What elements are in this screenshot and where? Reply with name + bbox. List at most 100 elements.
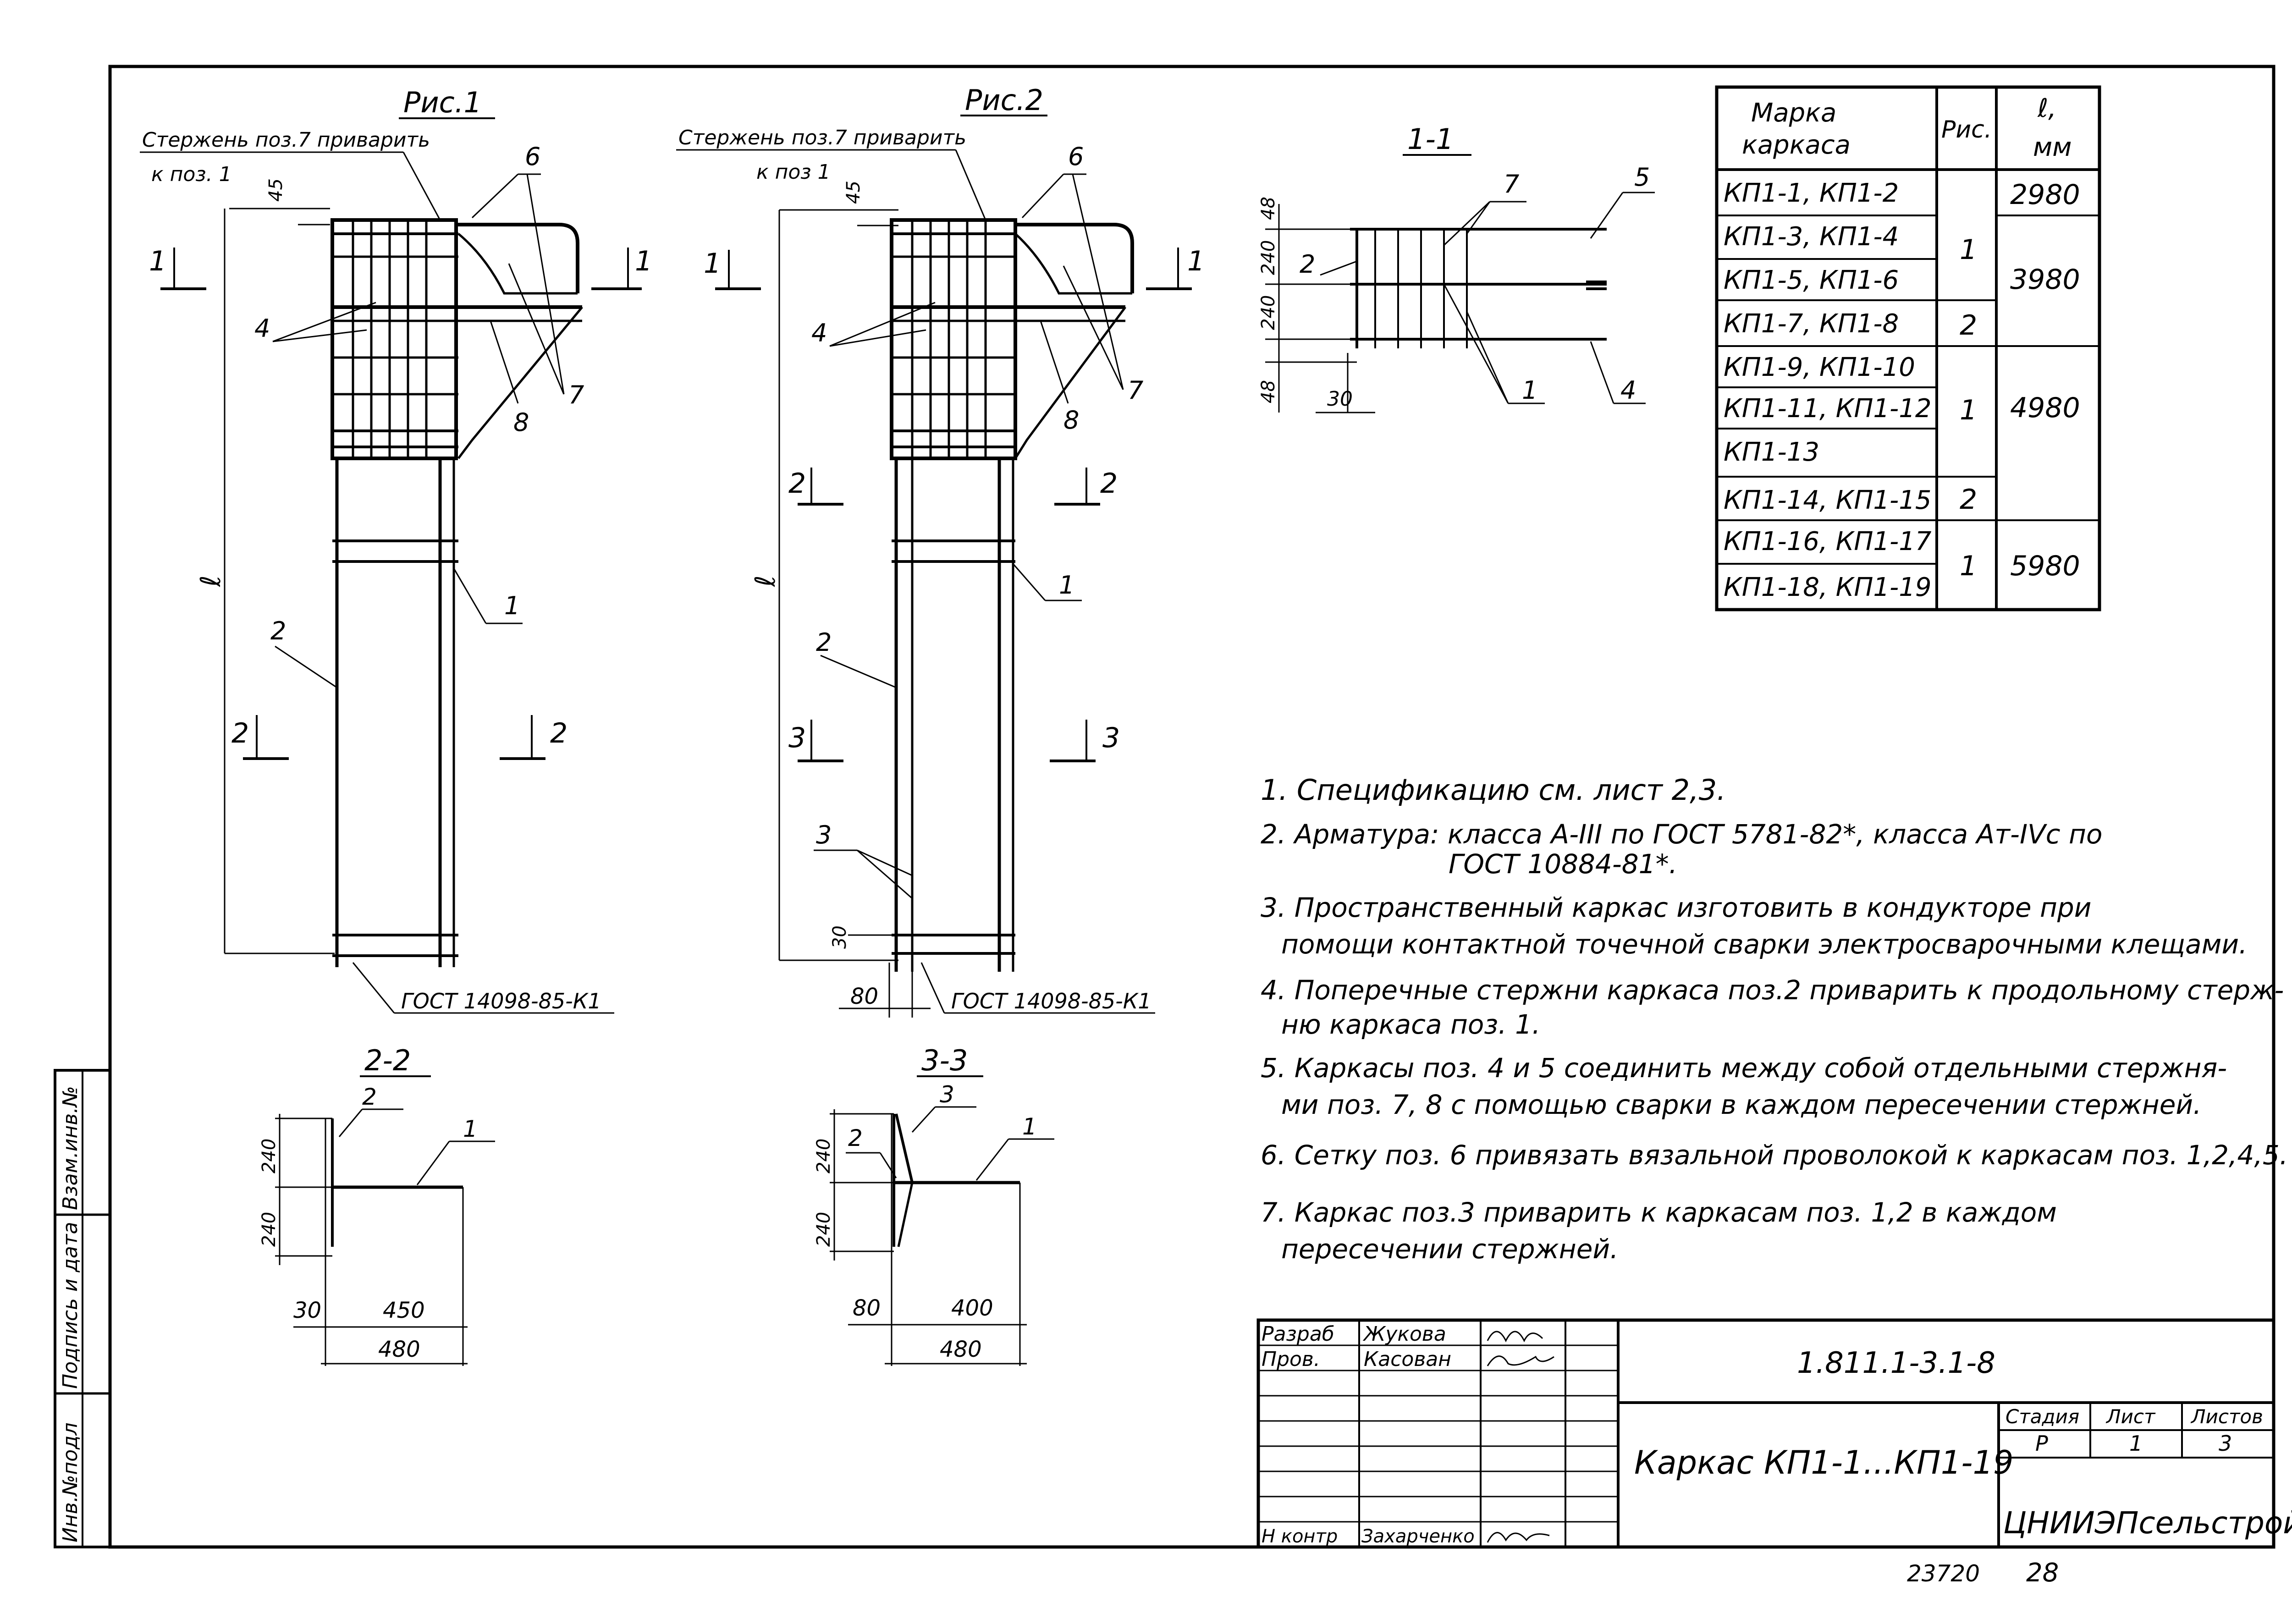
tb-role-norm: Н контр xyxy=(1262,1526,1338,1547)
fig2-dim-30: 30 xyxy=(829,925,850,949)
section33-pos-1: 1 xyxy=(1022,1113,1037,1140)
spec-fig-2: 2 xyxy=(1960,309,1977,341)
section11-pos-1: 1 xyxy=(1522,376,1537,405)
section22-dim-30: 30 xyxy=(293,1298,321,1323)
fig2-cut3-right: 3 xyxy=(1102,722,1120,754)
section-1-1: 1-1 48 240 240 48 30 7 5 2 1 xyxy=(1258,122,1655,413)
note-1: 1. Спецификацию см. лист 2,3. xyxy=(1261,773,1726,807)
fig2-pos-4: 4 xyxy=(811,319,827,347)
section11-dim-30: 30 xyxy=(1327,387,1353,411)
spec-header-mark-1: Марка xyxy=(1751,98,1836,128)
fig2-weld-note-2: к поз 1 xyxy=(756,160,831,184)
section11-dim-48-bottom: 48 xyxy=(1258,380,1279,403)
note-3: 3. Пространственный каркас изготовить в … xyxy=(1261,892,2091,923)
fig1-pos-1: 1 xyxy=(504,591,520,620)
fig1-cut1-right: 1 xyxy=(635,245,652,277)
fig2-dim-length: ℓ xyxy=(749,575,782,587)
fig2-weld-note: Стержень поз.7 приварить xyxy=(678,126,966,149)
spec-fig-1: 1 xyxy=(1960,234,1977,266)
section22-dim-480: 480 xyxy=(378,1337,420,1362)
note-3-cont: помощи контактной точечной сварки электр… xyxy=(1281,929,2247,960)
tb-role-checker: Пров. xyxy=(1262,1348,1320,1371)
section33-pos-2: 2 xyxy=(848,1125,863,1151)
spec-len-3: 4980 xyxy=(2010,392,2080,424)
spec-header-mark-2: каркаса xyxy=(1742,130,1851,160)
tb-sheet-value: 1 xyxy=(2129,1431,2143,1456)
section-2-2: 2-2 240 240 30 450 480 2 1 xyxy=(259,1044,495,1366)
fig2-dim-80: 80 xyxy=(850,984,878,1009)
fig1-pos-2: 2 xyxy=(270,617,286,645)
fig1-dim-length: ℓ xyxy=(195,575,227,587)
fig2-pos-1: 1 xyxy=(1059,571,1074,600)
spec-row-mark-1: КП1-1, КП1-2 xyxy=(1724,178,1899,208)
spec-row-mark-5: КП1-9, КП1-10 xyxy=(1724,352,1915,382)
fig2-cut1-right: 1 xyxy=(1187,245,1205,277)
spec-row-mark-4: КП1-7, КП1-8 xyxy=(1724,309,1899,339)
page-number: 28 xyxy=(2026,1558,2059,1588)
tb-role-developer: Разраб xyxy=(1262,1322,1334,1346)
fig2-cut1-left: 1 xyxy=(704,248,721,280)
section11-title: 1-1 xyxy=(1407,122,1454,156)
tb-sheets-label: Листов xyxy=(2190,1405,2263,1428)
signature-checker xyxy=(1487,1355,1554,1366)
fig2-pos-6: 6 xyxy=(1068,142,1084,171)
section33-dim-240-b: 240 xyxy=(813,1212,834,1247)
tb-sheets-value: 3 xyxy=(2219,1431,2232,1456)
spec-row-mark-10: КП1-18, КП1-19 xyxy=(1724,573,1932,602)
note-6: 6. Сетку поз. 6 привязать вязальной пров… xyxy=(1261,1140,2288,1171)
tb-name-developer: Жукова xyxy=(1362,1322,1446,1346)
spec-len-2: 3980 xyxy=(2010,264,2080,296)
stamp-label-signature: Подпись и дата xyxy=(59,1222,82,1389)
figure-2: Рис.2 Стержень поз.7 приварить к поз 1 4… xyxy=(676,83,1205,1018)
spec-row-mark-2: КП1-3, КП1-4 xyxy=(1724,222,1899,252)
section33-dim-240-a: 240 xyxy=(813,1139,834,1173)
section33-dim-480: 480 xyxy=(940,1337,982,1362)
stamp-label-replacement: Взам.инв.№ xyxy=(59,1086,82,1210)
fig2-pos-3: 3 xyxy=(816,820,832,849)
tb-organization: ЦНИИЭПсельстрой xyxy=(2003,1505,2292,1541)
fig1-cut2-right: 2 xyxy=(550,717,567,749)
note-5-cont: ми поз. 7, 8 с помощью сварки в каждом п… xyxy=(1281,1089,2202,1120)
fig1-weld-note-2: к поз. 1 xyxy=(151,163,232,186)
note-2-cont: ГОСТ 10884-81*. xyxy=(1449,848,1677,880)
section33-dim-400: 400 xyxy=(951,1295,993,1321)
section22-title: 2-2 xyxy=(364,1044,411,1077)
notes: 1. Спецификацию см. лист 2,3. 2. Арматур… xyxy=(1261,773,2288,1265)
tb-stage-value: Р xyxy=(2035,1431,2048,1456)
section22-pos-2: 2 xyxy=(362,1084,377,1110)
note-4-cont: ню каркаса поз. 1. xyxy=(1281,1009,1540,1040)
section33-dim-80: 80 xyxy=(853,1295,881,1321)
side-stamp: Взам.инв.№ Подпись и дата Инв.№подл xyxy=(54,1069,111,1548)
fig1-gost: ГОСТ 14098-85-К1 xyxy=(401,989,601,1013)
spec-row-mark-3: КП1-5, КП1-6 xyxy=(1724,265,1899,295)
spec-fig-4: 2 xyxy=(1960,484,1977,516)
spec-fig-5: 1 xyxy=(1960,550,1977,582)
section-3-3: 3-3 240 240 80 400 480 3 2 1 xyxy=(813,1044,1054,1366)
fig1-cut2-left: 2 xyxy=(231,717,249,749)
section11-pos-5: 5 xyxy=(1634,163,1650,192)
figure-1: Рис.1 Стержень поз.7 приварить к поз. 1 … xyxy=(140,86,652,1014)
section33-pos-3: 3 xyxy=(940,1081,954,1108)
tb-doc-code: 1.811.1-3.1-8 xyxy=(1797,1346,1995,1380)
fig1-dim-45: 45 xyxy=(265,178,286,202)
section11-pos-4: 4 xyxy=(1620,376,1636,405)
spec-row-mark-6: КП1-11, КП1-12 xyxy=(1724,394,1932,424)
spec-len-1: 2980 xyxy=(2010,179,2080,211)
tb-stage-label: Стадия xyxy=(2006,1405,2079,1428)
spec-fig-3: 1 xyxy=(1960,394,1977,426)
fig2-gost: ГОСТ 14098-85-К1 xyxy=(951,989,1152,1013)
section11-pos-7: 7 xyxy=(1504,170,1519,198)
fig2-pos-7: 7 xyxy=(1128,376,1143,405)
section22-pos-1: 1 xyxy=(463,1116,478,1142)
note-4: 4. Поперечные стержни каркаса поз.2 прив… xyxy=(1261,974,2284,1006)
sheet-frame xyxy=(108,65,2275,1549)
spec-row-mark-8: КП1-14, КП1-15 xyxy=(1724,485,1932,515)
fig2-dim-45: 45 xyxy=(843,181,864,204)
spec-row-mark-9: КП1-16, КП1-17 xyxy=(1724,527,1932,556)
note-7: 7. Каркас поз.3 приварить к каркасам поз… xyxy=(1261,1197,2057,1228)
spec-len-4: 5980 xyxy=(2010,550,2080,582)
spec-table: Марка каркаса Рис. ℓ, мм КП1-1, КП1-2 КП… xyxy=(1715,85,2101,611)
signature-developer xyxy=(1487,1331,1543,1343)
section33-title: 3-3 xyxy=(921,1044,968,1077)
archive-number: 23720 xyxy=(1907,1560,1980,1587)
